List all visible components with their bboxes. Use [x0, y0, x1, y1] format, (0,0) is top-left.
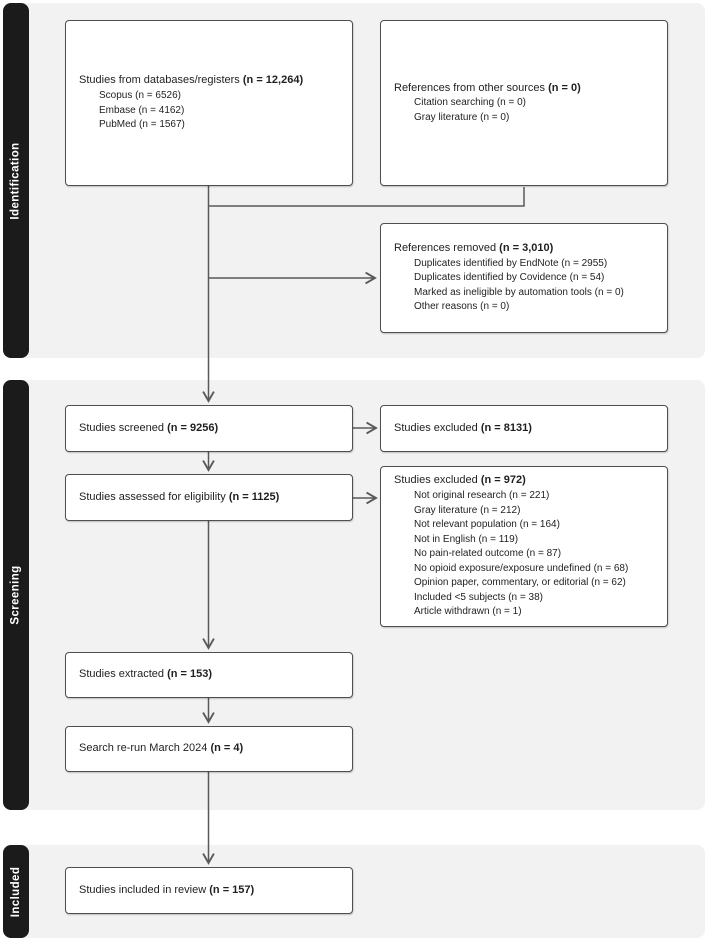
box-other-sources-n: (n = 0)	[548, 81, 581, 94]
box-references-removed-title: References removed (n = 3,010)	[394, 241, 659, 257]
box-excluded-eligibility-title: Studies excluded (n = 972)	[394, 473, 659, 489]
box-extracted-n: (n = 153)	[167, 668, 212, 681]
box-rerun-n: (n = 4)	[210, 742, 244, 755]
box-excluded-eligibility-item: Not relevant population (n = 164)	[414, 519, 560, 531]
box-references-removed-item: Duplicates identified by EndNote (n = 29…	[414, 257, 608, 269]
box-other-sources-item: Gray literature (n = 0)	[414, 111, 510, 123]
screening-stage-bar: Screening	[3, 380, 29, 810]
box-references-removed: References removed (n = 3,010) Duplicate…	[380, 223, 668, 333]
box-rerun: Search re-run March 2024 (n = 4)	[65, 726, 353, 772]
box-excluded-screening: Studies excluded (n = 8131)	[380, 405, 668, 452]
box-excluded-screening-title: Studies excluded (n = 8131)	[394, 421, 659, 437]
box-excluded-screening-n: (n = 8131)	[480, 421, 532, 434]
box-references-removed-n: (n = 3,010)	[499, 242, 554, 255]
box-extracted-title-text: Studies extracted	[79, 668, 164, 681]
box-references-removed-item: Marked as ineligible by automation tools…	[414, 286, 624, 298]
included-stage-bar: Included	[3, 845, 29, 938]
box-excluded-eligibility: Studies excluded (n = 972) Not original …	[380, 466, 668, 627]
box-excluded-eligibility-item: No pain-related outcome (n = 87)	[414, 548, 562, 560]
box-references-removed-item: Other reasons (n = 0)	[414, 301, 510, 313]
box-databases-title-text: Studies from databases/registers	[79, 74, 240, 87]
box-excluded-eligibility-n: (n = 972)	[480, 474, 526, 487]
box-included-n: (n = 157)	[209, 883, 255, 896]
box-assessed-title: Studies assessed for eligibility (n = 11…	[79, 490, 344, 506]
box-databases-n: (n = 12,264)	[242, 74, 304, 87]
box-included-title-text: Studies included in review	[79, 883, 207, 896]
box-screened: Studies screened (n = 9256)	[65, 405, 353, 452]
box-databases-title: Studies from databases/registers (n = 12…	[79, 73, 344, 89]
box-excluded-screening-title-text: Studies excluded	[394, 421, 478, 434]
box-extracted-title: Studies extracted (n = 153)	[79, 667, 344, 683]
box-references-removed-title-text: References removed	[394, 242, 497, 255]
box-included: Studies included in review (n = 157)	[65, 867, 353, 914]
box-excluded-eligibility-title-text: Studies excluded	[394, 474, 478, 487]
box-other-sources: References from other sources (n = 0) Ci…	[380, 20, 668, 186]
box-screened-n: (n = 9256)	[167, 421, 219, 434]
box-other-sources-item: Citation searching (n = 0)	[414, 97, 527, 109]
connector-other-sources-merge	[209, 187, 525, 207]
box-extracted: Studies extracted (n = 153)	[65, 652, 353, 698]
box-excluded-eligibility-item: Included <5 subjects (n = 38)	[414, 591, 543, 603]
box-rerun-title-text: Search re-run March 2024	[79, 742, 208, 755]
box-assessed: Studies assessed for eligibility (n = 11…	[65, 474, 353, 521]
box-databases-item: Scopus (n = 6526)	[99, 90, 181, 102]
box-other-sources-title-text: References from other sources	[394, 81, 546, 94]
box-databases-item: PubMed (n = 1567)	[99, 119, 185, 131]
box-databases-item: Embase (n = 4162)	[99, 104, 185, 116]
box-assessed-n: (n = 1125)	[228, 490, 280, 503]
box-excluded-eligibility-item: No opioid exposure/exposure undefined (n…	[414, 562, 629, 574]
box-screened-title: Studies screened (n = 9256)	[79, 421, 344, 437]
box-references-removed-item: Duplicates identified by Covidence (n = …	[414, 272, 605, 284]
box-excluded-eligibility-item: Gray literature (n = 212)	[414, 504, 521, 516]
box-excluded-eligibility-item: Not in English (n = 119)	[414, 533, 519, 545]
box-screened-title-text: Studies screened	[79, 421, 164, 434]
box-rerun-title: Search re-run March 2024 (n = 4)	[79, 741, 344, 757]
box-excluded-eligibility-item: Opinion paper, commentary, or editorial …	[414, 577, 626, 589]
box-other-sources-title: References from other sources (n = 0)	[394, 81, 659, 97]
box-databases: Studies from databases/registers (n = 12…	[65, 20, 353, 186]
box-included-title: Studies included in review (n = 157)	[79, 883, 344, 899]
identification-stage-bar: Identification	[3, 3, 29, 358]
box-assessed-title-text: Studies assessed for eligibility	[79, 490, 226, 503]
box-excluded-eligibility-item: Not original research (n = 221)	[414, 490, 550, 502]
box-excluded-eligibility-item: Article withdrawn (n = 1)	[414, 606, 522, 618]
